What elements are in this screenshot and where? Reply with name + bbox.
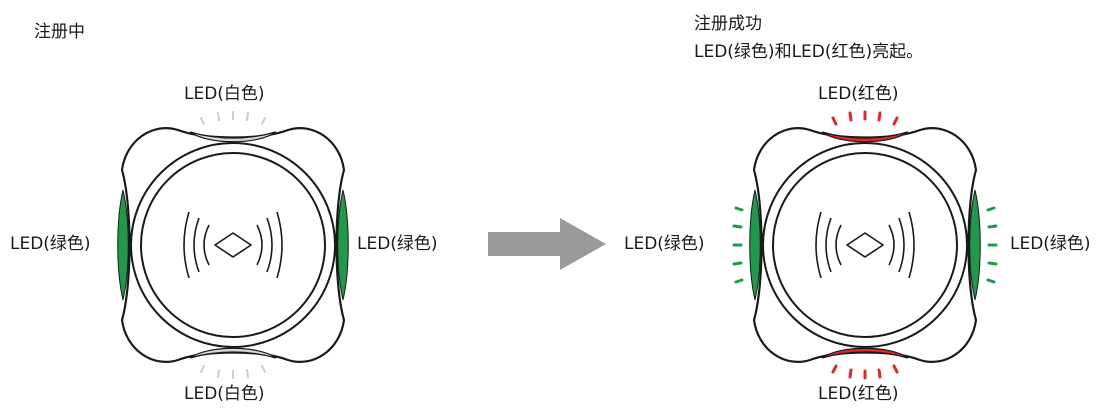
right-top-ray-0 xyxy=(831,116,838,126)
left-nfc-arc-right-2 xyxy=(276,211,283,279)
left-top-ray-0 xyxy=(200,117,205,125)
left-led-left-label: LED(绿色) xyxy=(10,234,91,254)
right-bottom-ray-0 xyxy=(831,364,838,374)
right-left-ray-1 xyxy=(732,224,743,229)
right-nfc-arc-right-1 xyxy=(898,217,905,273)
right-right-led xyxy=(969,189,981,301)
right-top-ray-1 xyxy=(848,111,853,122)
right-bottom-ray-4 xyxy=(892,364,899,374)
left-nfc-arc-left-2 xyxy=(183,211,190,279)
right-bottom-led xyxy=(821,347,909,359)
right-left-ray-3 xyxy=(732,261,743,266)
left-bottom-ray-1 xyxy=(217,369,220,378)
right-right-ray-0 xyxy=(986,206,996,212)
left-state-title: 注册中 xyxy=(34,22,85,42)
right-top-led xyxy=(821,131,909,143)
right-bottom-ray-1 xyxy=(848,368,853,379)
left-top-ray-1 xyxy=(217,112,220,121)
right-left-led xyxy=(749,189,761,301)
right-nfc-arc-left-0 xyxy=(835,224,842,266)
right-nfc-arc-right-2 xyxy=(908,211,915,279)
left-led-right-label: LED(绿色) xyxy=(357,234,438,254)
right-right-ray-1 xyxy=(987,224,998,229)
right-top-ray-4 xyxy=(892,116,899,126)
right-nfc-contactless-icon xyxy=(815,211,915,279)
right-led-bottom-label: LED(红色) xyxy=(818,384,899,404)
right-nfc-arc-left-1 xyxy=(825,217,832,273)
right-led-right-label: LED(绿色) xyxy=(1010,234,1091,254)
right-nfc-arc-left-2 xyxy=(815,211,822,279)
right-state-title: 注册成功 xyxy=(694,14,762,34)
right-led-top-label: LED(红色) xyxy=(818,84,899,104)
left-nfc-arc-left-1 xyxy=(193,217,200,273)
left-bottom-ray-3 xyxy=(246,369,249,378)
left-bottom-led xyxy=(189,347,277,359)
left-bottom-ray-4 xyxy=(261,365,266,373)
left-left-led xyxy=(117,189,129,301)
right-state-desc: LED(绿色)和LED(红色)亮起。 xyxy=(694,42,924,62)
left-inner-ring xyxy=(140,152,326,338)
right-nfc-arc-right-0 xyxy=(888,224,895,266)
right-reader-device xyxy=(732,110,998,380)
left-top-ray-4 xyxy=(261,117,266,125)
left-bottom-ray-0 xyxy=(200,365,205,373)
right-inner-ring xyxy=(772,152,958,338)
left-nfc-arc-right-1 xyxy=(266,217,273,273)
right-bottom-ray-3 xyxy=(877,368,882,379)
left-nfc-diamond xyxy=(214,232,252,258)
left-right-led xyxy=(337,189,349,301)
left-led-top-label: LED(白色) xyxy=(184,84,265,104)
left-nfc-arc-left-0 xyxy=(203,224,210,266)
right-right-ray-3 xyxy=(987,261,998,266)
left-top-led xyxy=(189,131,277,143)
right-arrow-icon xyxy=(488,218,606,270)
right-nfc-diamond xyxy=(846,232,884,258)
right-left-ray-4 xyxy=(734,278,744,284)
right-top-ray-3 xyxy=(877,111,882,122)
right-led-left-label: LED(绿色) xyxy=(624,234,705,254)
right-right-ray-4 xyxy=(986,278,996,284)
left-reader-device xyxy=(117,111,349,379)
left-nfc-contactless-icon xyxy=(183,211,283,279)
left-led-bottom-label: LED(白色) xyxy=(184,384,265,404)
left-nfc-arc-right-0 xyxy=(256,224,263,266)
right-left-ray-0 xyxy=(734,206,744,212)
left-top-ray-3 xyxy=(246,112,249,121)
